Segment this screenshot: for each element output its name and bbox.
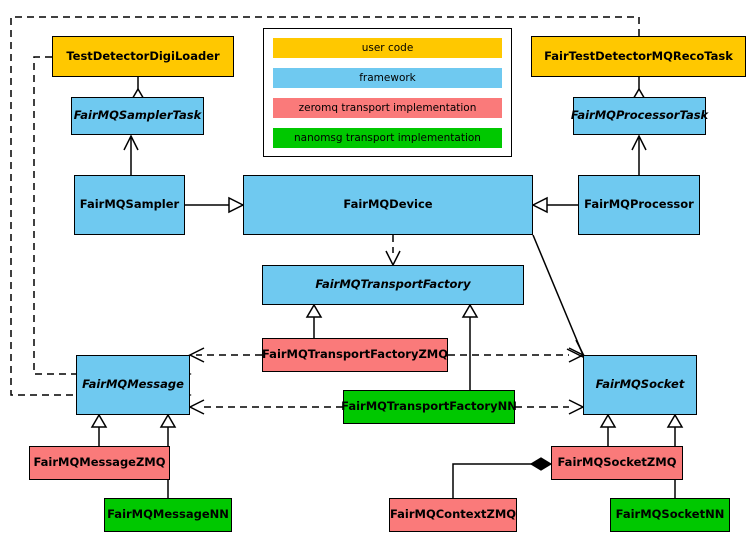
class-box-fairmqprocessor[interactable]: FairMQProcessor	[578, 175, 700, 235]
class-box-fairmqtransportfactoryzmq[interactable]: FairMQTransportFactoryZMQ	[262, 338, 448, 372]
edge-factorynn-to-factory	[461, 303, 479, 390]
edge-processor-to-processortask	[631, 134, 647, 175]
edge-sampler-to-samplertask	[123, 134, 139, 175]
legend-item-zeromq: zeromq transport implementation	[273, 98, 502, 118]
class-label: FairMQSocketZMQ	[557, 455, 677, 470]
class-box-fairmqsampler[interactable]: FairMQSampler	[74, 175, 185, 235]
class-label: FairTestDetectorMQRecoTask	[544, 48, 733, 63]
class-label: FairMQTransportFactory	[315, 277, 471, 292]
class-label: FairMQProcessorTask	[570, 108, 709, 123]
class-label: FairMQProcessor	[584, 197, 694, 212]
class-box-fairmqmessagezmq[interactable]: FairMQMessageZMQ	[29, 446, 170, 480]
class-label: FairMQContextZMQ	[389, 507, 517, 522]
class-box-fairmqtransportfactorynn[interactable]: FairMQTransportFactoryNN	[341, 390, 517, 424]
edge-messagezmq-to-message	[90, 413, 108, 446]
edge-device-to-socket	[532, 234, 587, 360]
class-label: FairMQTransportFactoryZMQ	[262, 347, 449, 362]
class-label: FairMQSocketNN	[615, 507, 725, 522]
class-label: FairMQSamplerTask	[73, 108, 202, 123]
class-box-fairmqmessage[interactable]: FairMQMessage	[76, 355, 190, 415]
class-box-fairtestdetectormqrecotask[interactable]: FairTestDetectorMQRecoTask	[531, 36, 746, 77]
legend-item-nanomsg: nanomsg transport implementation	[273, 128, 502, 148]
legend-label-zeromq: zeromq transport implementation	[298, 102, 477, 114]
edge-contextzmq-to-socketzmq	[452, 457, 553, 498]
class-label: FairMQDevice	[343, 197, 433, 212]
edge-processor-to-device	[531, 196, 578, 214]
legend: user code framework zeromq transport imp…	[263, 28, 512, 157]
legend-item-framework: framework	[273, 68, 502, 88]
edge-recotask-to-message	[10, 16, 640, 396]
edge-factoryzmq-to-factory	[305, 303, 323, 338]
class-box-testdetectordigiloader[interactable]: TestDetectorDigiLoader	[52, 36, 234, 77]
class-box-fairmqsocketnn[interactable]: FairMQSocketNN	[610, 498, 730, 532]
class-box-fairmqtransportfactory[interactable]: FairMQTransportFactory	[262, 265, 524, 305]
arrowhead-factorynn-to-socket	[568, 399, 585, 415]
legend-label-user-code: user code	[361, 42, 414, 54]
class-box-fairmqsocketzmq[interactable]: FairMQSocketZMQ	[551, 446, 683, 480]
class-label: FairMQSampler	[79, 197, 180, 212]
class-label: FairMQTransportFactoryNN	[341, 399, 517, 414]
legend-label-nanomsg: nanomsg transport implementation	[294, 132, 481, 144]
legend-item-user-code: user code	[273, 38, 502, 58]
class-box-fairmqdevice[interactable]: FairMQDevice	[243, 175, 533, 235]
class-label: FairMQMessage	[82, 377, 184, 392]
class-box-fairmqsocket[interactable]: FairMQSocket	[583, 355, 697, 415]
class-box-fairmqsamplertask[interactable]: FairMQSamplerTask	[71, 97, 204, 135]
arrowhead-device-to-transportfactory	[385, 250, 401, 267]
class-box-fairmqmessagenn[interactable]: FairMQMessageNN	[104, 498, 232, 532]
class-label: FairMQMessageNN	[107, 507, 229, 522]
arrowhead-factorynn-to-message	[188, 399, 205, 415]
edge-sampler-to-device	[185, 196, 245, 214]
legend-label-framework: framework	[359, 72, 416, 84]
class-label: TestDetectorDigiLoader	[66, 48, 220, 63]
class-box-fairmqcontextzmq[interactable]: FairMQContextZMQ	[389, 498, 517, 532]
class-label: FairMQSocket	[595, 377, 685, 392]
arrowhead-factoryzmq-to-message	[188, 347, 205, 363]
class-box-fairmqprocessortask[interactable]: FairMQProcessorTask	[570, 97, 709, 135]
class-label: FairMQMessageZMQ	[33, 455, 166, 470]
edge-socketzmq-to-socket	[599, 413, 617, 446]
